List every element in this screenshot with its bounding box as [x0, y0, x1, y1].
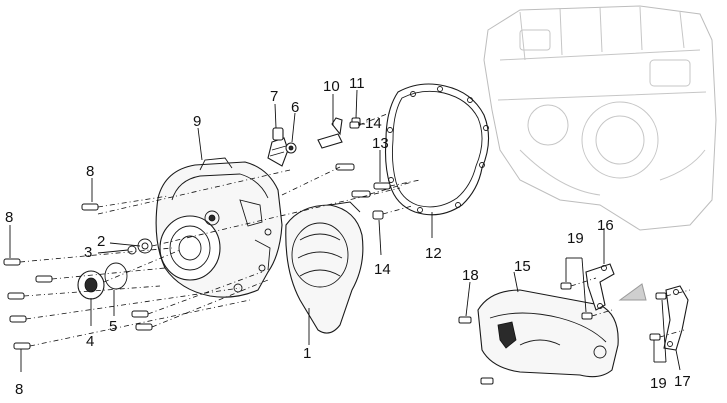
callout-10: 10 — [323, 78, 340, 95]
callout-16: 16 — [597, 217, 614, 234]
callout-1: 1 — [303, 345, 311, 362]
bolts-part-8 — [3, 203, 153, 350]
callout-15: 15 — [514, 258, 531, 275]
callout-11: 11 — [349, 75, 365, 92]
lower-guard-part-15 — [477, 289, 619, 378]
side-cover-part-9 — [155, 157, 283, 298]
callout-8-left: 8 — [5, 209, 13, 226]
callout-labels: 1 2 3 4 5 6 7 8 8 8 9 10 11 12 13 14 14 … — [5, 75, 691, 398]
callout-9: 9 — [193, 113, 201, 130]
bracket-part-16 — [585, 263, 615, 311]
leader-lines — [9, 89, 681, 372]
bolt-part-6 — [285, 142, 297, 154]
callout-6: 6 — [291, 99, 299, 116]
callout-13: 13 — [372, 135, 389, 152]
dowels-part-14 — [349, 121, 384, 220]
direction-arrow — [618, 283, 647, 301]
washer-part-3 — [127, 245, 137, 255]
seal-part-4 — [77, 270, 105, 300]
callout-3: 3 — [84, 244, 92, 261]
bolts-part-13 — [335, 163, 391, 198]
callout-8-top: 8 — [86, 163, 94, 180]
callout-7: 7 — [270, 88, 278, 105]
callout-19-bottom: 19 — [650, 375, 667, 392]
callout-18: 18 — [462, 267, 479, 284]
callout-12: 12 — [425, 245, 442, 262]
bolt-part-18 — [458, 316, 494, 385]
callout-19-top: 19 — [567, 230, 584, 247]
callout-4: 4 — [86, 333, 94, 350]
callout-2: 2 — [97, 233, 105, 250]
callout-14-top: 14 — [365, 115, 382, 132]
callout-14-mid: 14 — [374, 261, 391, 278]
ghost-engine-block — [483, 5, 717, 231]
breather-fitting-part-7 — [267, 127, 289, 167]
callout-17: 17 — [674, 373, 691, 390]
bracket-part-17 — [663, 285, 689, 351]
callout-5: 5 — [109, 318, 117, 335]
o-ring-part-5 — [104, 262, 128, 290]
inner-cover-part-1 — [285, 201, 364, 334]
gasket-part-12 — [384, 83, 490, 216]
clamp-part-10 — [317, 117, 343, 149]
assembly-lines — [19, 111, 421, 347]
callout-8-bottom: 8 — [15, 381, 23, 398]
